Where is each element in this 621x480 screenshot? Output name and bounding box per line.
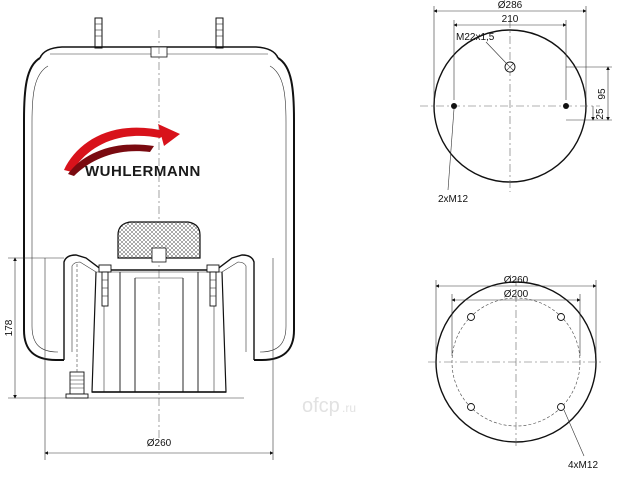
top-stud-right bbox=[215, 17, 224, 49]
bolt-hole bbox=[557, 313, 565, 321]
bolt-circle-label: Ø200 bbox=[504, 289, 529, 300]
piston-bolt-right bbox=[206, 264, 220, 307]
bolt-hole bbox=[467, 403, 475, 411]
height-label: 178 bbox=[4, 319, 15, 336]
offset-small-label: 25 bbox=[595, 108, 606, 120]
watermark-text: ofcp bbox=[302, 395, 340, 417]
rubber-bellow bbox=[23, 57, 64, 361]
top-outer-diameter-label: Ø286 bbox=[498, 0, 523, 11]
bolt-label: 4xM12 bbox=[568, 460, 598, 471]
center-thread-label: M22x1,5 bbox=[456, 32, 495, 43]
bumper-block bbox=[117, 221, 201, 259]
piston-bolt-left bbox=[98, 264, 112, 307]
bolt-hole bbox=[467, 313, 475, 321]
top-stud-left bbox=[94, 17, 103, 49]
hole-spacing-label: 210 bbox=[502, 14, 519, 25]
air-fitting bbox=[65, 264, 89, 399]
base-diameter-label: Ø260 bbox=[147, 438, 172, 449]
stud-label: 2xM12 bbox=[438, 194, 468, 205]
bolt-hole bbox=[557, 403, 565, 411]
stud-hole-right bbox=[563, 103, 569, 109]
offset-large-label: 95 bbox=[597, 88, 608, 100]
brand-name: WUHLERMANN bbox=[85, 163, 201, 180]
watermark: ofcp .ru bbox=[302, 395, 356, 417]
watermark-suffix: .ru bbox=[342, 401, 356, 415]
side-view: Ø260 178 WUHLERMANN bbox=[4, 17, 295, 460]
brand-logo: WUHLERMANN bbox=[64, 124, 201, 180]
bottom-outer-diameter-label: Ø260 bbox=[504, 275, 529, 286]
top-plate-view: Ø286 210 M22x1,5 2xM12 25 95 bbox=[420, 0, 612, 205]
stud-hole-left bbox=[451, 103, 457, 109]
bottom-plate-view: Ø260 Ø200 4xM12 bbox=[428, 275, 604, 471]
